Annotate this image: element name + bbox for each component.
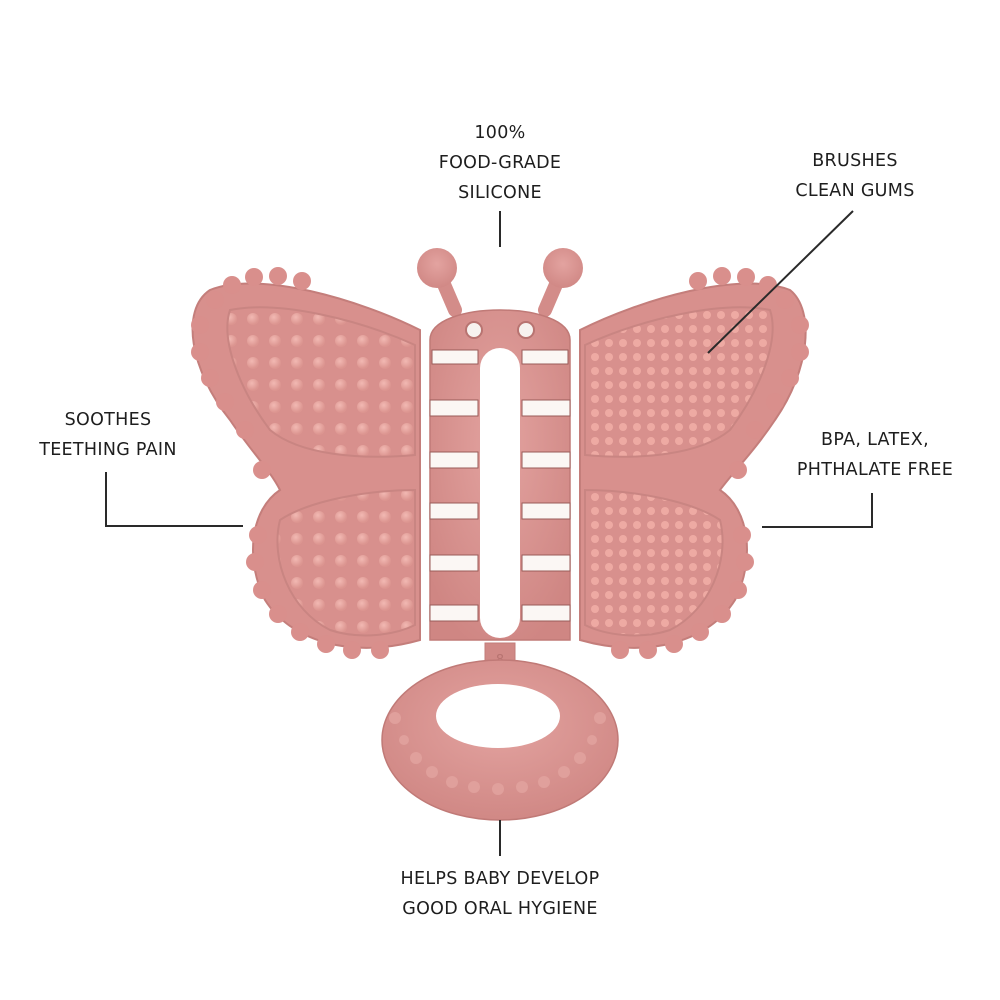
butterfly-body: 8: [429, 309, 571, 674]
callout-soothes-line-1: SOOTHES: [64, 410, 152, 430]
callout-bpa-free-line-2: PHTHALATE FREE: [796, 460, 954, 480]
callout-bpa-free: BPA, LATEX, PHTHALATE FREE: [770, 425, 980, 485]
callout-hygiene-line-1: HELPS BABY DEVELOP: [400, 869, 600, 889]
left-wing: [191, 267, 421, 659]
leader-line-bpa-horizontal: [762, 526, 873, 528]
callout-hygiene-line-2: GOOD ORAL HYGIENE: [402, 899, 598, 919]
leader-line-soothes-horizontal: [105, 525, 243, 527]
callout-brushes: BRUSHES CLEAN GUMS: [770, 146, 940, 206]
callout-material-line-3: SILICONE: [458, 183, 542, 203]
right-wing: [579, 267, 809, 659]
callout-bpa-free-line-1: BPA, LATEX,: [821, 430, 929, 450]
callout-brushes-line-2: CLEAN GUMS: [795, 181, 915, 201]
callout-brushes-line-1: BRUSHES: [812, 151, 898, 171]
callout-material-line-2: FOOD-GRADE: [438, 153, 562, 173]
leader-line-soothes-vertical: [105, 472, 107, 527]
callout-soothes: SOOTHES TEETHING PAIN: [18, 405, 198, 465]
leader-line-bpa-vertical: [871, 493, 873, 528]
callout-hygiene: HELPS BABY DEVELOP GOOD ORAL HYGIENE: [360, 864, 640, 924]
callout-soothes-line-2: TEETHING PAIN: [39, 440, 177, 460]
antennae: [417, 248, 583, 317]
leader-line-material: [499, 211, 501, 247]
callout-material: 100% FOOD-GRADE SILICONE: [400, 118, 600, 208]
callout-material-line-1: 100%: [474, 123, 526, 143]
leader-line-hygiene: [499, 820, 501, 856]
